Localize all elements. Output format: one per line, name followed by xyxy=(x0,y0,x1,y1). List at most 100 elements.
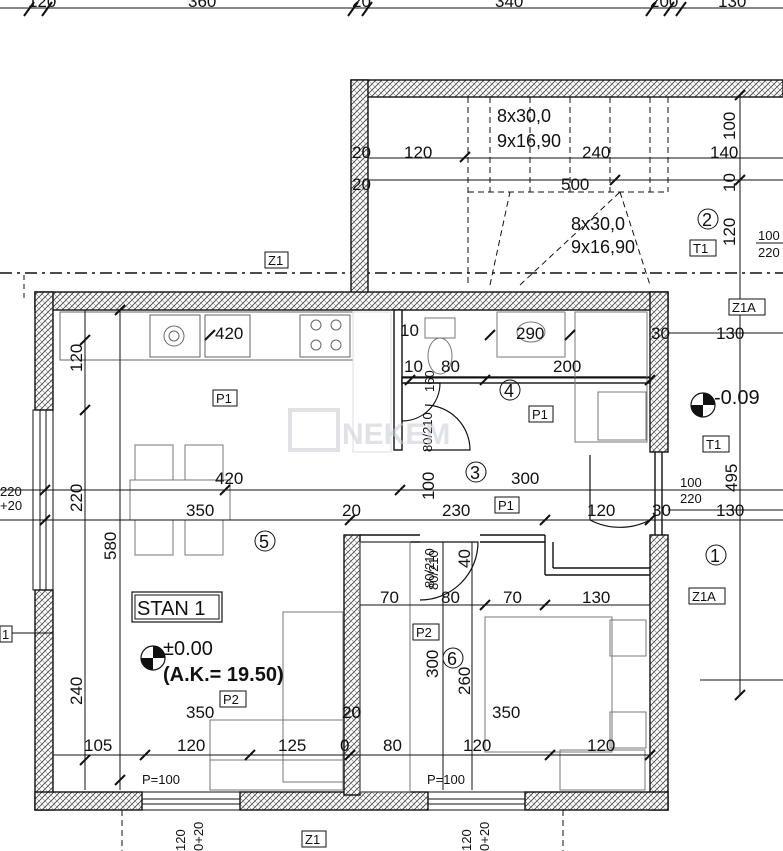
svg-text:80/210: 80/210 xyxy=(422,548,437,588)
dimension-lines xyxy=(0,95,783,851)
tag-p1-bath: P1 xyxy=(532,407,548,422)
outer-walls xyxy=(34,291,669,811)
svg-text:30: 30 xyxy=(652,501,671,520)
svg-text:20: 20 xyxy=(342,501,361,520)
svg-text:120: 120 xyxy=(587,501,615,520)
stan-ak: (A.K.= 19.50) xyxy=(163,664,284,686)
svg-text:240: 240 xyxy=(67,677,86,705)
svg-text:80/210: 80/210 xyxy=(426,550,441,590)
top-dim-200: 200 xyxy=(650,0,678,11)
stan-level: ±0.00 xyxy=(163,638,213,660)
svg-text:30: 30 xyxy=(651,324,670,343)
room-3-number: 3 xyxy=(470,463,480,483)
tag-boxes xyxy=(0,239,766,848)
svg-text:0+20: 0+20 xyxy=(477,822,492,851)
svg-text:P=100: P=100 xyxy=(142,772,180,787)
svg-text:120: 120 xyxy=(459,829,474,851)
stan-label-block: STAN 1 ±0.00 (A.K.= 19.50) xyxy=(131,591,284,686)
svg-text:260: 260 xyxy=(455,667,474,695)
bed xyxy=(359,541,647,793)
tag-z1-top: Z1 xyxy=(268,253,283,268)
stan-name: STAN 1 xyxy=(137,598,206,620)
tag-z1-bottom: Z1 xyxy=(305,832,320,847)
stairs-labels: 8x30,0 9x16,90 8x30,0 9x16,90 xyxy=(497,106,635,257)
room-6-number: 6 xyxy=(447,649,457,669)
room-2-number: 2 xyxy=(702,210,712,230)
tag-p2-living: P2 xyxy=(223,692,239,707)
svg-text:300: 300 xyxy=(423,650,442,678)
svg-text:20: 20 xyxy=(352,143,371,162)
room-4-number: 4 xyxy=(504,381,514,401)
svg-text:220: 220 xyxy=(758,245,780,260)
svg-text:10: 10 xyxy=(400,321,419,340)
svg-text:100: 100 xyxy=(419,472,438,500)
svg-text:10: 10 xyxy=(404,357,423,376)
svg-text:20: 20 xyxy=(342,703,361,722)
right-level: -0.09 xyxy=(714,387,760,409)
top-dim-340: 340 xyxy=(495,0,523,11)
svg-text:100: 100 xyxy=(720,112,739,140)
svg-text:120: 120 xyxy=(720,218,739,246)
svg-text:80: 80 xyxy=(441,588,460,607)
right-side-dims: 130 130 495 100 220 -0.09 xyxy=(677,324,760,520)
svg-text:20: 20 xyxy=(352,175,371,194)
svg-text:140: 140 xyxy=(710,143,738,162)
svg-text:100: 100 xyxy=(680,475,702,490)
svg-text:580: 580 xyxy=(101,532,120,560)
svg-text:300: 300 xyxy=(511,469,539,488)
svg-text:120: 120 xyxy=(67,344,86,372)
svg-text:80: 80 xyxy=(441,357,460,376)
room-number-markers xyxy=(254,208,727,669)
window-openings xyxy=(32,409,526,811)
svg-text:120: 120 xyxy=(463,736,491,755)
sofa xyxy=(209,611,344,791)
svg-text:240: 240 xyxy=(582,143,610,162)
svg-text:125: 125 xyxy=(278,736,306,755)
svg-text:290: 290 xyxy=(516,324,544,343)
tag-left-edge: 1 xyxy=(2,627,9,642)
svg-text:130: 130 xyxy=(716,324,744,343)
living-dims: 420 120 420 350 20 220 580 220 +20 xyxy=(0,324,361,560)
svg-text:0+20: 0+20 xyxy=(191,822,206,851)
watermark-text: NEKEM xyxy=(342,418,450,451)
dining-set xyxy=(129,444,231,556)
stairs-lower-rise: 9x16,90 xyxy=(571,237,635,257)
svg-text:350: 350 xyxy=(186,703,214,722)
watermark: NEKEM xyxy=(288,408,450,452)
svg-text:220: 220 xyxy=(680,491,702,506)
svg-text:100: 100 xyxy=(758,228,780,243)
svg-text:80: 80 xyxy=(383,736,402,755)
svg-text:70: 70 xyxy=(503,588,522,607)
svg-text:160: 160 xyxy=(422,370,437,392)
svg-text:105: 105 xyxy=(84,736,112,755)
tag-z1a-mid: Z1A xyxy=(692,589,716,604)
svg-text:10: 10 xyxy=(720,173,739,192)
svg-text:80/210: 80/210 xyxy=(420,412,435,452)
room-5-number: 5 xyxy=(259,532,269,552)
hall-dims: 300 100 230 120 30 80/210 xyxy=(419,469,671,588)
svg-text:130: 130 xyxy=(582,588,610,607)
top-dim-360: 360 xyxy=(188,0,216,11)
svg-text:120: 120 xyxy=(177,736,205,755)
svg-text:230: 230 xyxy=(442,501,470,520)
tag-p2-bedroom: P2 xyxy=(416,625,432,640)
svg-text:40: 40 xyxy=(455,549,474,568)
annex-dims: 120 240 500 140 20 20 100 10 120 100 220 xyxy=(352,112,783,260)
svg-text:200: 200 xyxy=(553,357,581,376)
top-dim-20: 20 xyxy=(352,0,371,11)
svg-text:420: 420 xyxy=(215,469,243,488)
svg-text:420: 420 xyxy=(215,324,243,343)
annex-walls xyxy=(350,79,783,294)
svg-text:120: 120 xyxy=(587,736,615,755)
svg-text:+20: +20 xyxy=(0,498,22,513)
top-dim-130: 130 xyxy=(718,0,746,11)
lower-left-dims: 240 350 20 105 120 125 0 P=100 xyxy=(67,677,361,787)
svg-text:20: 20 xyxy=(342,703,361,722)
tag-z1a-top: Z1A xyxy=(732,300,756,315)
bath-dims: 10 10 80 160 290 200 30 80/210 xyxy=(400,321,670,452)
dimension-ticks xyxy=(39,89,746,786)
stairs-upper-rise: 9x16,90 xyxy=(497,131,561,151)
bedroom-dims: 80/210 40 70 80 70 130 300 260 350 20 80… xyxy=(342,549,615,787)
tag-t1: T1 xyxy=(706,437,721,452)
